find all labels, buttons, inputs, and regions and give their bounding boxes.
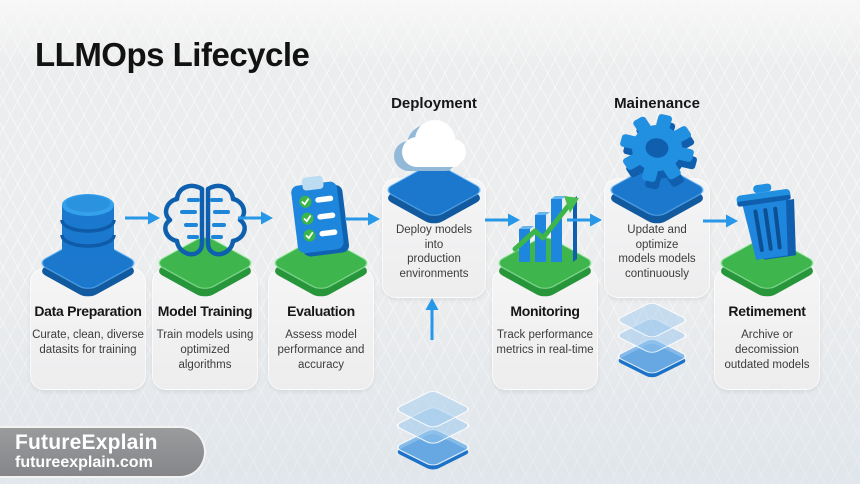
gear-icon <box>610 114 704 224</box>
layers-stack-icon <box>396 391 470 470</box>
trash-icon <box>720 183 814 297</box>
arrow-right-icon <box>485 213 520 227</box>
stage-title: Retimement <box>728 303 806 319</box>
platform-blue <box>387 164 481 224</box>
stage-card: Monitoring Track performance metrics in … <box>492 268 598 390</box>
platform-green <box>158 237 252 297</box>
stage-description: Deploy models into production environmen… <box>395 224 473 281</box>
stage-title: Monitoring <box>510 303 580 319</box>
stage-evaluation: Evaluation Assess model performance and … <box>268 0 374 484</box>
arrow-right-icon <box>703 214 738 228</box>
stage-description: Curate, clean, diverse datasits for trai… <box>32 329 144 356</box>
stage-description: Assess model performance and accuracy <box>277 329 365 371</box>
stage-title: Evaluation <box>287 303 355 319</box>
stage-title: Mainenance <box>614 95 700 112</box>
stage-title: Model Training <box>157 303 253 319</box>
stage-retirement: Retimement Archive or decomission outdat… <box>714 0 820 484</box>
stage-model-training: Model Training Train models using optimi… <box>152 0 258 484</box>
brand-website: futureexplain.com <box>15 454 153 472</box>
arrow-right-icon <box>125 211 160 225</box>
brand-badge: FutureExplain futureexplain.com <box>0 426 206 478</box>
brand-name: FutureExplain <box>15 431 158 455</box>
layers-stack-icon <box>617 302 687 378</box>
page-title: LLMOps Lifecycle <box>35 36 310 73</box>
stage-title: Deployment <box>391 95 477 112</box>
stage-card: Retimement Archive or decomission outdat… <box>714 268 820 390</box>
stage-description: Update and optimize models models contin… <box>618 224 696 281</box>
stage-description: Archive or decomission outdated models <box>724 329 810 371</box>
stage-title: Data Preparation <box>34 303 142 319</box>
arrow-right-icon <box>238 211 273 225</box>
arrow-up-icon <box>425 298 439 340</box>
stage-data-preparation: Data Preparation Curate, clean, diverse … <box>30 0 146 484</box>
stage-maintenance: Mainenance Update and optimize models mo… <box>604 0 710 484</box>
stage-description: Train models using optimized algorithms <box>156 329 254 371</box>
checklist-icon <box>274 175 368 297</box>
bar-chart-icon <box>498 196 592 297</box>
stage-monitoring: Monitoring Track performance metrics in … <box>492 0 598 484</box>
cloud-icon <box>387 120 481 224</box>
database-icon <box>41 194 135 297</box>
stage-deployment: Deployment Deploy models into production… <box>382 0 486 484</box>
arrow-right-icon <box>345 212 380 226</box>
arrow-right-icon <box>567 213 602 227</box>
circuit-brain-icon <box>158 167 252 297</box>
stage-description: Track performance metrics in real-time <box>496 329 594 356</box>
